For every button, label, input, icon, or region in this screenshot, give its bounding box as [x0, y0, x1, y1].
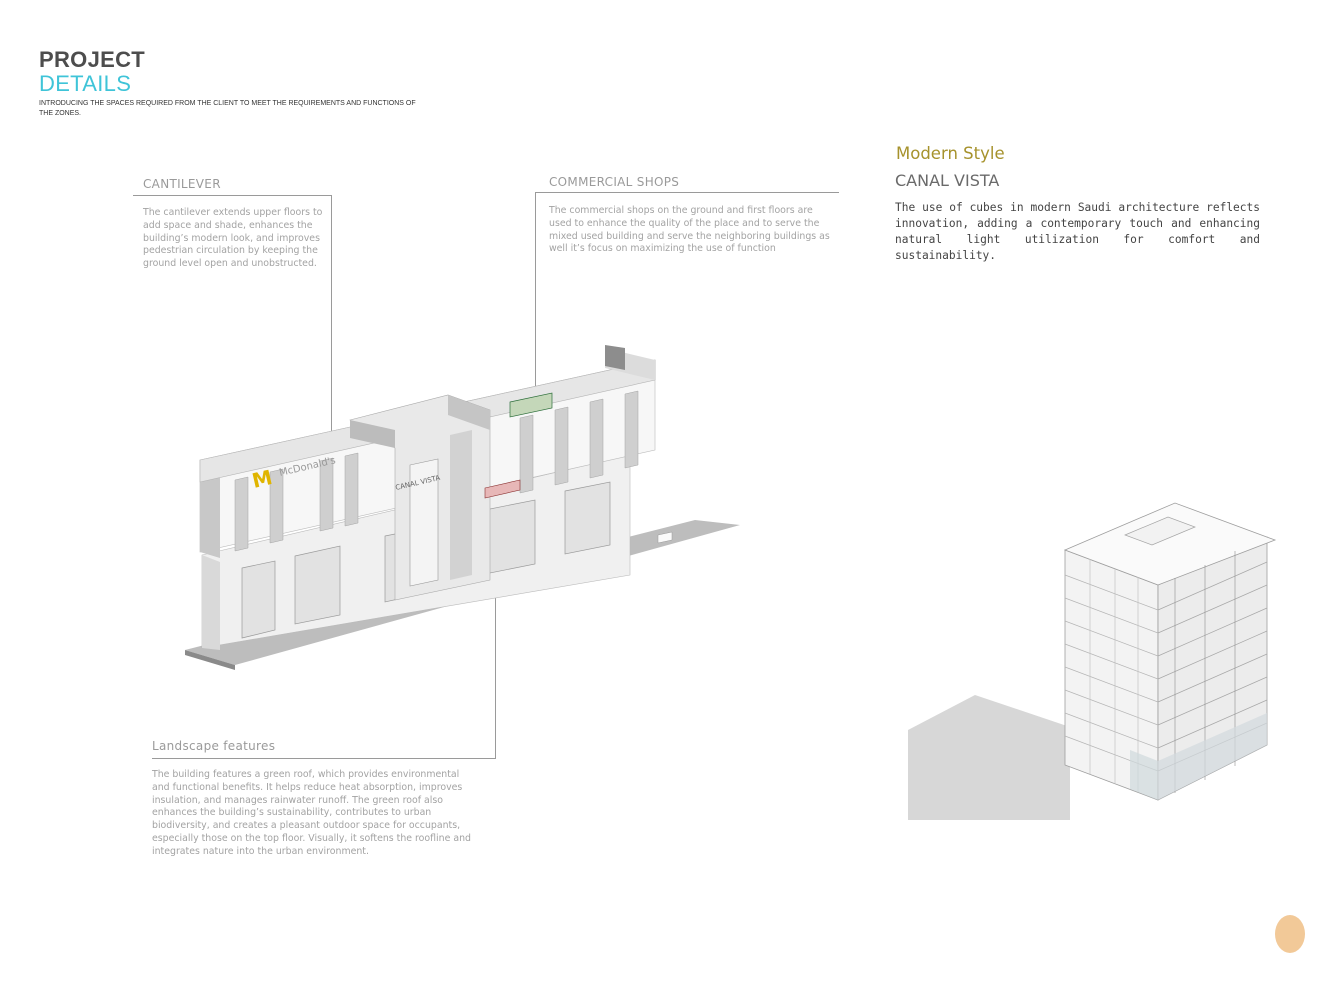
cantilever-title: CANTILEVER: [143, 177, 221, 191]
landscape-leader-line: [495, 583, 496, 759]
landscape-leader-line: [152, 758, 496, 759]
commercial-shops-text: The commercial shops on the ground and f…: [549, 205, 830, 255]
page-title: PROJECT: [39, 47, 146, 72]
cantilever-leader-line: [331, 195, 332, 480]
landscape-text: The building features a green roof, whic…: [152, 769, 471, 857]
style-description: The use of cubes in modern Saudi archite…: [895, 201, 1260, 262]
landscape-title: Landscape features: [152, 739, 276, 753]
page-title-accent: DETAILS: [39, 71, 132, 96]
style-label: Modern Style: [896, 144, 1005, 163]
commercial-leader-line: [535, 192, 839, 193]
page-header: PROJECT DETAILS INTRODUCING THE SPACES R…: [39, 48, 419, 119]
tower-isometric-illustration: [908, 502, 1277, 820]
project-name: CANAL VISTA: [895, 171, 1000, 190]
commercial-shops-title: COMMERCIAL SHOPS: [549, 175, 680, 189]
facade-axonometric-illustration: McDonald's M CANAL VISTA: [185, 345, 740, 670]
page-subtitle: INTRODUCING THE SPACES REQUIRED FROM THE…: [39, 100, 416, 117]
cantilever-text: The cantilever extends upper floors to a…: [143, 207, 323, 270]
cantilever-leader-line: [133, 195, 332, 196]
commercial-leader-line: [535, 192, 536, 410]
page-badge: [1275, 915, 1305, 953]
